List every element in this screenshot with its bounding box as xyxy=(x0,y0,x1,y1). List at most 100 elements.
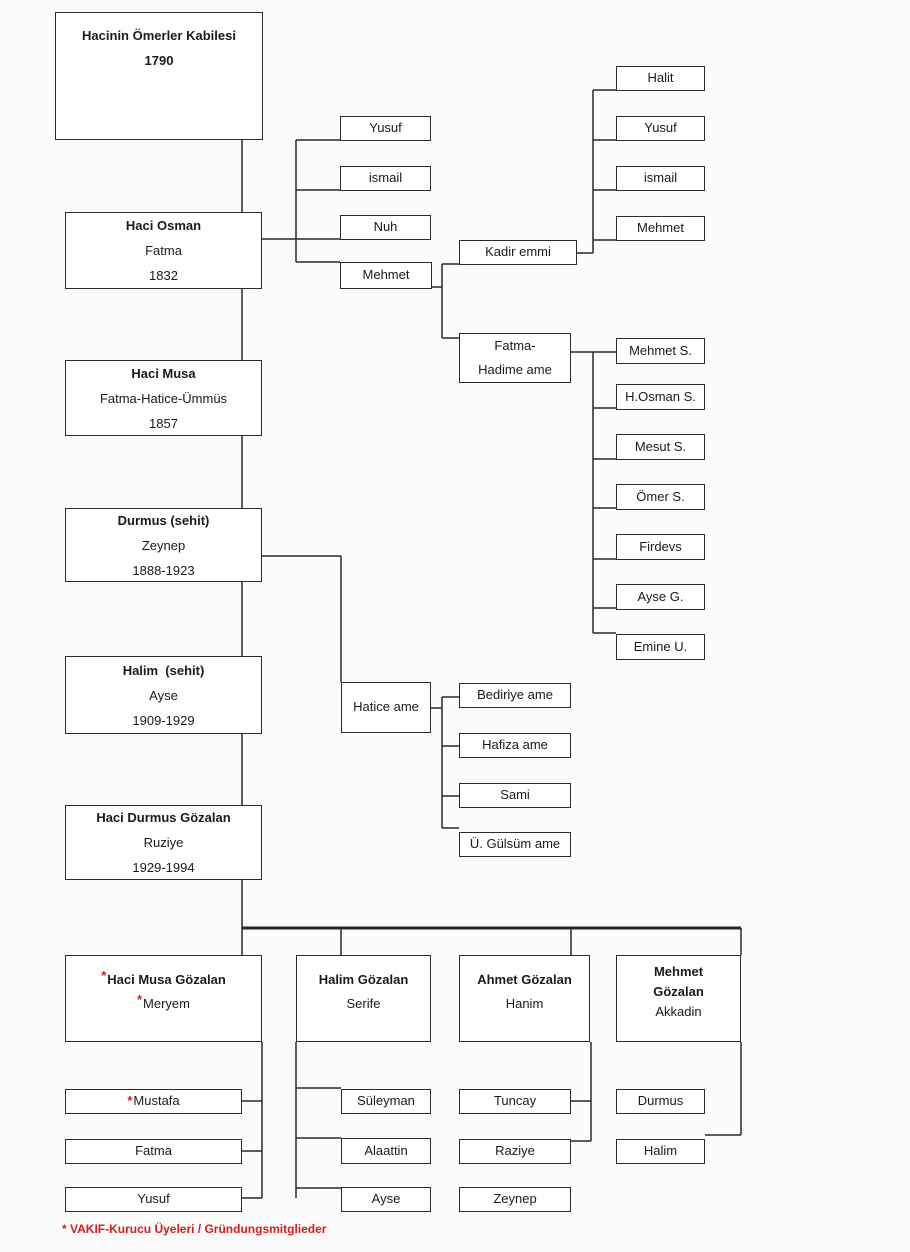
founder-marker: * xyxy=(127,1093,133,1109)
node-gen6-child: Tuncay xyxy=(459,1089,571,1114)
person-year: 1929-1994 xyxy=(132,860,195,875)
person-name: Haci Musa Gözalan xyxy=(107,972,226,987)
node-label: Tuncay xyxy=(493,1093,537,1109)
node-label: Mehmet S. xyxy=(629,342,692,358)
node-label: Hatice ame xyxy=(353,699,419,715)
person-name: Haci Osman xyxy=(125,218,202,233)
node-gen6-child: Yusuf xyxy=(65,1187,242,1212)
node-fatma-hadime: Fatma-Hadime ame xyxy=(459,333,571,383)
node-fatma-hadime-child: Ayse G. xyxy=(616,584,705,610)
node-label: Mehmet xyxy=(362,267,410,283)
node-hatice-ame: Hatice ame xyxy=(341,682,431,733)
node-label: Sami xyxy=(500,787,530,803)
node-label: Alaattin xyxy=(364,1142,408,1158)
node-label: Nuh xyxy=(373,219,398,235)
node-kadir-child: Mehmet xyxy=(616,216,705,241)
person-name-row: *Haci Musa Gözalan xyxy=(101,968,226,992)
node-label: ismail xyxy=(368,170,403,186)
node-gen6-child: Fatma xyxy=(65,1139,242,1164)
person-spouse: Meryem xyxy=(143,996,190,1011)
person-spouse: Zeynep xyxy=(141,537,186,553)
node-child-ismail: ismail xyxy=(340,166,431,191)
node-kadir-child: Halit xyxy=(616,66,705,91)
node-label: Durmus xyxy=(637,1093,684,1109)
node-hatice-child: Bediriye ame xyxy=(459,683,571,708)
node-label: Yusuf xyxy=(644,120,677,136)
node-label: Kadir emmi xyxy=(485,244,551,260)
node-gen6-child: Halim xyxy=(616,1139,705,1164)
node-halim: Halim (sehit) Ayse 1909-1929 xyxy=(65,656,262,734)
node-label: Raziye xyxy=(495,1143,535,1159)
person-name: Halim Gözalan xyxy=(318,972,409,987)
node-haci-musa: Haci Musa Fatma-Hatice-Ümmüs 1857 xyxy=(65,360,262,436)
node-hatice-child: Ü. Gülsüm ame xyxy=(459,832,571,857)
person-name: Ahmet Gözalan xyxy=(477,972,572,987)
node-child-nuh: Nuh xyxy=(340,215,431,240)
node-label: Bediriye ame xyxy=(477,687,553,703)
node-label: Ayse G. xyxy=(637,588,684,604)
node-fatma-hadime-child: H.Osman S. xyxy=(616,384,705,410)
node-kadir-emmi: Kadir emmi xyxy=(459,240,577,265)
node-label: Firdevs xyxy=(639,538,682,554)
person-spouse: Ayse xyxy=(149,687,178,703)
founder-marker: * xyxy=(136,992,143,1007)
legend-note: * VAKIF-Kurucu Üyeleri / Gründungsmitgli… xyxy=(62,1222,327,1236)
person-name: Durmus (sehit) xyxy=(117,512,210,528)
person-spouse: Akkadin xyxy=(655,1004,702,1019)
node-label: Süleyman xyxy=(357,1093,415,1109)
node-gen6-child: *Mustafa xyxy=(65,1089,242,1114)
root-year: 1790 xyxy=(144,53,174,68)
node-ahmet-gozalan: Ahmet Gözalan Hanim xyxy=(459,955,590,1042)
person-spouse: Hanim xyxy=(505,996,544,1011)
node-label: ismail xyxy=(643,170,678,186)
node-label: Emine U. xyxy=(633,638,688,654)
root-title: Hacinin Ömerler Kabilesi xyxy=(82,28,236,43)
node-label: Hafiza ame xyxy=(482,737,548,753)
node-child-mehmet: Mehmet xyxy=(340,262,432,289)
person-spouse: Fatma-Hatice-Ümmüs xyxy=(99,390,228,406)
person-spouse: Ruziye xyxy=(143,835,184,850)
person-name: Haci Musa xyxy=(131,365,196,381)
node-label: Fatma xyxy=(135,1143,172,1159)
node-haci-durmus-gozalan: Haci Durmus Gözalan Ruziye 1929-1994 xyxy=(65,805,262,880)
person-name: Haci Durmus Gözalan xyxy=(96,810,231,825)
node-fatma-hadime-child: Mehmet S. xyxy=(616,338,705,364)
node-label: Ayse xyxy=(371,1191,401,1207)
person-year: 1909-1929 xyxy=(132,712,195,728)
node-label: Zeynep xyxy=(493,1191,537,1207)
node-label: Yusuf xyxy=(369,120,402,136)
node-halim-gozalan: Halim Gözalan Serife xyxy=(296,955,431,1042)
root-node: Hacinin Ömerler Kabilesi 1790 xyxy=(55,12,263,140)
person-spouse-row: *Meryem xyxy=(137,992,190,1016)
node-label-row: *Mustafa xyxy=(127,1094,179,1108)
founder-marker: * xyxy=(101,968,107,983)
node-label: Mustafa xyxy=(133,1093,180,1109)
node-fatma-hadime-child: Firdevs xyxy=(616,534,705,560)
node-label: Mesut S. xyxy=(634,438,687,454)
node-label: Mehmet xyxy=(637,220,684,236)
node-label: Halim xyxy=(643,1143,678,1159)
person-year: 1832 xyxy=(149,268,178,283)
node-haci-musa-gozalan: *Haci Musa Gözalan *Meryem xyxy=(65,955,262,1042)
person-spouse: Serife xyxy=(346,996,381,1011)
node-kadir-child: ismail xyxy=(616,166,705,191)
node-durmus: Durmus (sehit) Zeynep 1888-1923 xyxy=(65,508,262,582)
node-fatma-hadime-child: Ömer S. xyxy=(616,484,705,510)
person-name: Mehmet xyxy=(653,964,704,979)
node-label: H.Osman S. xyxy=(625,388,696,404)
person-year: 1857 xyxy=(149,415,178,431)
node-gen6-child: Zeynep xyxy=(459,1187,571,1212)
node-label: Yusuf xyxy=(137,1191,170,1207)
node-label: Ü. Gülsüm ame xyxy=(469,836,561,852)
node-gen6-child: Durmus xyxy=(616,1089,705,1114)
node-hatice-child: Sami xyxy=(459,783,571,808)
node-fatma-hadime-child: Emine U. xyxy=(616,634,705,660)
node-kadir-child: Yusuf xyxy=(616,116,705,141)
node-mehmet-gozalan: Mehmet Gözalan Akkadin xyxy=(616,955,741,1042)
node-gen6-child: Süleyman xyxy=(341,1089,431,1114)
node-label: Fatma-Hadime ame xyxy=(478,338,552,377)
node-child-yusuf: Yusuf xyxy=(340,116,431,141)
person-year: 1888-1923 xyxy=(132,562,195,578)
